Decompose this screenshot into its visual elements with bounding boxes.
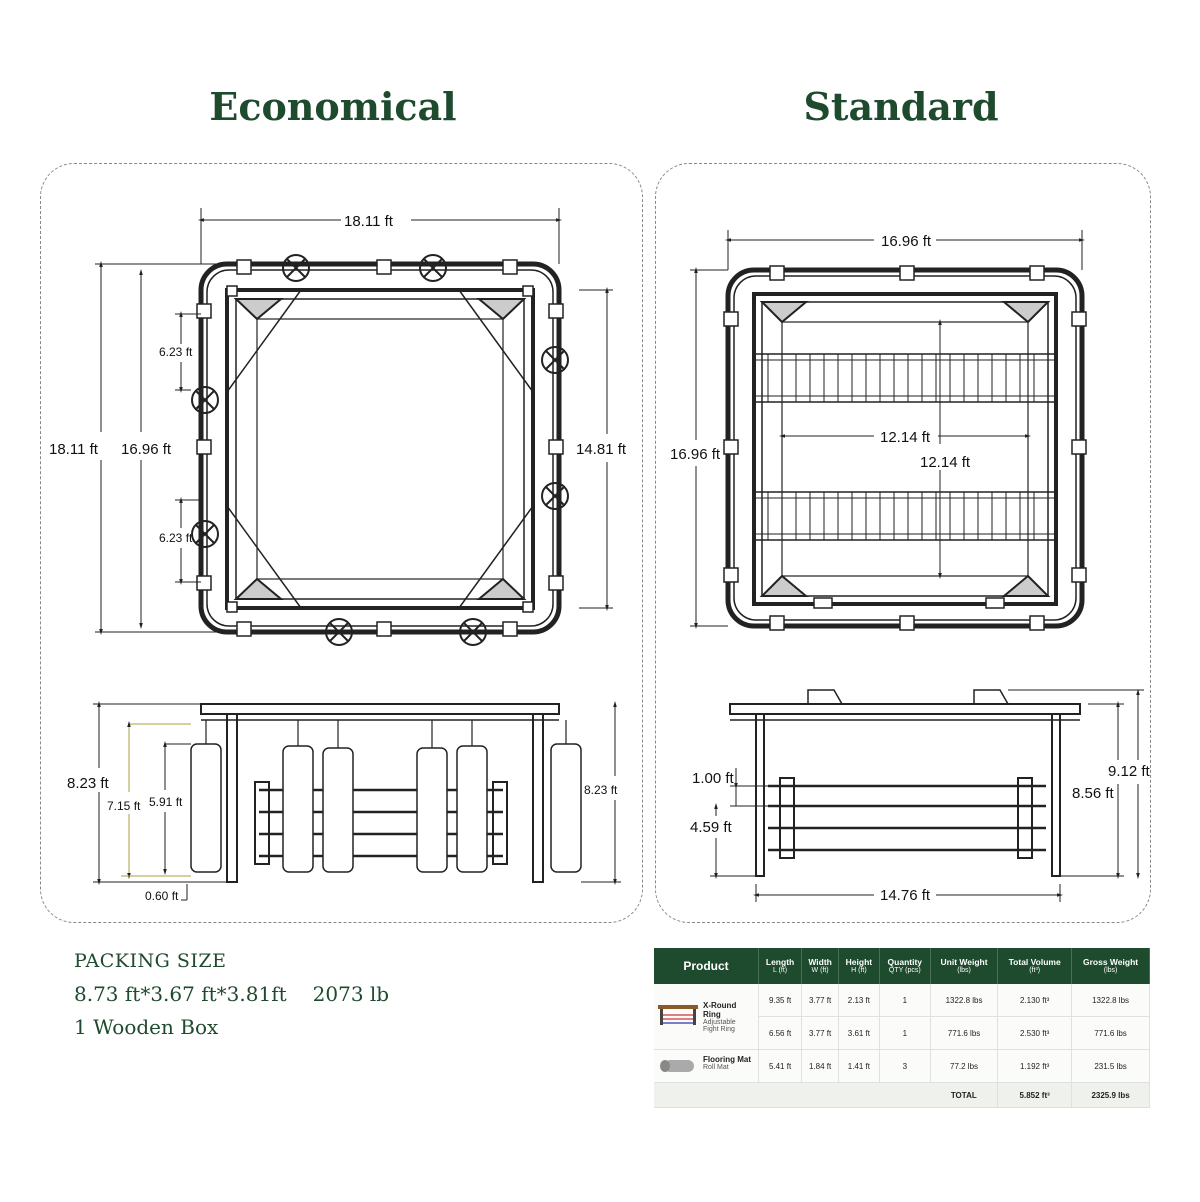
packing-box: 1 Wooden Box — [74, 1015, 219, 1039]
eco-top-inner-height: 16.96 ft — [121, 441, 172, 458]
std-side-length: 14.76 ft — [880, 887, 931, 904]
eco-side-bag-height-a: 7.15 ft — [107, 799, 141, 813]
product-ring: X-Round Ring Adjustable Fight Ring — [654, 984, 759, 1050]
panel-standard: 16.96 ft 16.96 ft 12.14 ft 12.14 ft 1.00… — [655, 163, 1151, 923]
eco-top-outer-height: 18.11 ft — [49, 441, 99, 458]
total-label: TOTAL — [930, 1082, 999, 1108]
th-unit-weight: Unit Weight(lbs) — [930, 948, 999, 984]
std-side-height-a: 8.56 ft — [1072, 785, 1115, 802]
mat-roll-thumbnail-icon — [660, 1060, 694, 1072]
std-side-rope-gap: 1.00 ft — [692, 770, 735, 787]
std-top-width: 16.96 ft — [881, 233, 932, 250]
packing-heading: PACKING SIZE — [74, 950, 227, 972]
std-side-rope-height: 4.59 ft — [690, 819, 733, 836]
packing-weight: 2073 lb — [312, 982, 390, 1006]
standard-diagram: 16.96 ft 16.96 ft 12.14 ft 12.14 ft 1.00… — [670, 230, 1151, 904]
eco-side-right-height: 8.23 ft — [584, 783, 618, 797]
eco-side-total-height: 8.23 ft — [67, 775, 110, 792]
panel-economical: 18.11 ft 18.11 ft 16.96 ft 14.81 ft 6.23… — [40, 163, 643, 923]
table-total-row: TOTAL 5.852 ft³ 2325.9 lbs — [654, 1082, 1150, 1108]
eco-side-bag-height-b: 5.91 ft — [149, 795, 183, 809]
std-top-inner-width: 12.14 ft — [880, 429, 931, 446]
packing-dimensions: 8.73 ft*3.67 ft*3.81ft — [74, 982, 287, 1006]
eco-top-width: 18.11 ft — [344, 213, 394, 230]
total-weight: 2325.9 lbs — [1071, 1082, 1150, 1108]
eco-side-clearance: 0.60 ft — [145, 889, 179, 903]
std-top-height: 16.96 ft — [670, 446, 721, 463]
table-row: 6.56 ft 3.77 ft 3.61 ft 1 771.6 lbs 2.53… — [654, 1016, 1150, 1050]
packing-info: PACKING SIZE 8.73 ft*3.67 ft*3.81ft 2073 … — [74, 950, 389, 1048]
eco-bag-spacing-bottom: 6.23 ft — [159, 531, 193, 545]
packing-size-line: 8.73 ft*3.67 ft*3.81ft 2073 lb — [74, 982, 389, 1006]
std-top-inner-height: 12.14 ft — [920, 454, 971, 471]
eco-top-right-height: 14.81 ft — [576, 441, 627, 458]
ring-thumbnail-icon — [658, 1004, 698, 1025]
title-economical: Economical — [209, 84, 457, 129]
th-total-volume: Total Volume(ft³) — [997, 948, 1073, 984]
title-standard: Standard — [803, 84, 999, 129]
eco-bag-spacing-top: 6.23 ft — [159, 345, 193, 359]
economical-diagram: 18.11 ft 18.11 ft 16.96 ft 14.81 ft 6.23… — [49, 208, 627, 903]
product-mat: Flooring Mat Roll Mat — [654, 1049, 759, 1083]
th-gross-weight: Gross Weight(lbs) — [1071, 948, 1150, 984]
total-volume: 5.852 ft³ — [997, 1082, 1073, 1108]
th-product: Product — [654, 948, 759, 984]
table-row: X-Round Ring Adjustable Fight Ring 9.35 … — [654, 984, 1150, 1050]
table-row: Flooring Mat Roll Mat 5.41 ft 1.84 ft 1.… — [654, 1049, 1150, 1083]
std-side-height-b: 9.12 ft — [1108, 763, 1150, 780]
